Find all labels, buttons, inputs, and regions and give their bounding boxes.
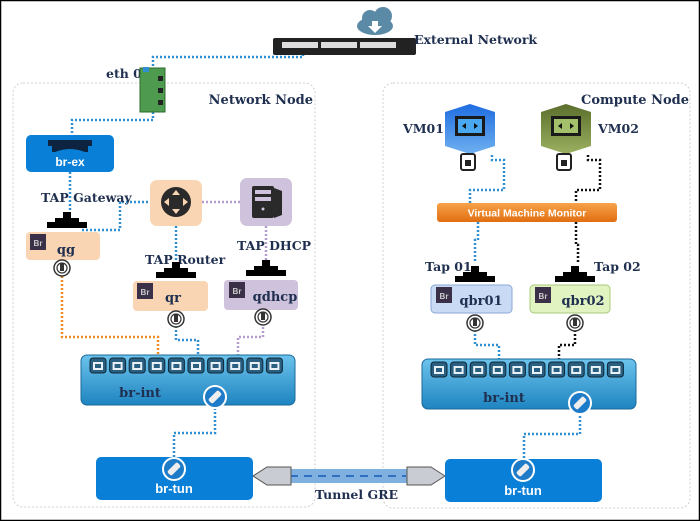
link-qbr1-brint bbox=[473, 322, 501, 365]
qdhcp-bridge[interactable]: Br qdhcp bbox=[224, 280, 298, 310]
tap-dhcp-label: TAP DHCP bbox=[237, 238, 312, 253]
link-eth0-brex bbox=[70, 112, 155, 135]
br-tun-label: br-tun bbox=[155, 481, 193, 496]
tap02-label: Tap 02 bbox=[594, 259, 641, 274]
qbr02-label: qbr02 bbox=[561, 294, 604, 309]
external-network-label: External Network bbox=[414, 32, 537, 47]
ethernet-port-icon bbox=[606, 361, 624, 378]
br-tun-label: br-tun bbox=[504, 483, 542, 498]
br-badge: Br bbox=[233, 287, 242, 296]
gre-tunnel bbox=[252, 466, 446, 486]
ethernet-port-icon bbox=[207, 357, 225, 374]
qbr02-bridge[interactable]: Br qbr02 bbox=[529, 284, 611, 314]
br-badge: Br bbox=[34, 239, 43, 248]
ethernet-port-icon bbox=[187, 357, 205, 374]
vm02-icon[interactable] bbox=[541, 104, 591, 171]
qbr02-port-icon bbox=[566, 314, 584, 332]
qr-port-icon bbox=[167, 310, 185, 328]
qg-bridge[interactable]: Br qg bbox=[26, 232, 100, 260]
tunnel-connector-right-icon bbox=[406, 466, 446, 486]
tap-dhcp-connector-icon bbox=[246, 260, 286, 276]
ethernet-port-icon bbox=[567, 361, 585, 378]
ethernet-port-icon bbox=[128, 357, 146, 374]
vm02-label: VM02 bbox=[597, 121, 639, 136]
ethernet-port-icon bbox=[528, 361, 546, 378]
vm01-icon[interactable] bbox=[445, 104, 495, 171]
link-vmm-tap1 bbox=[473, 222, 480, 262]
nic-card-icon bbox=[139, 67, 166, 113]
patch-port-icon bbox=[511, 458, 535, 482]
br-badge: Br bbox=[141, 288, 150, 297]
ethernet-port-icon bbox=[109, 357, 127, 374]
ethernet-port-icon bbox=[167, 357, 185, 374]
tap-gateway-connector-icon bbox=[47, 212, 87, 228]
br-int-network-node[interactable]: br-int bbox=[80, 354, 296, 406]
link-qbr2-brint bbox=[557, 322, 577, 365]
ethernet-port-icon bbox=[89, 357, 107, 374]
external-switch-icon[interactable] bbox=[273, 38, 416, 55]
dhcp-server-icon[interactable] bbox=[240, 178, 292, 226]
qbr01-port-icon bbox=[466, 314, 484, 332]
qdhcp-label: qdhcp bbox=[253, 290, 298, 305]
link-qr-brint bbox=[174, 326, 200, 360]
ethernet-port-icon bbox=[548, 361, 566, 378]
vmm-label: Virtual Machine Monitor bbox=[468, 208, 587, 220]
br-int-label: br-int bbox=[483, 391, 525, 406]
network-node-title: Network Node bbox=[209, 93, 313, 108]
tunnel-gre-label: Tunnel GRE bbox=[315, 487, 398, 502]
tap02-connector-icon bbox=[555, 266, 595, 282]
ethernet-port-icon bbox=[246, 357, 264, 374]
virtual-machine-monitor[interactable]: Virtual Machine Monitor bbox=[437, 203, 617, 222]
ethernet-port-icon bbox=[587, 361, 605, 378]
tap01-label: Tap 01 bbox=[425, 259, 472, 274]
vm01-label: VM01 bbox=[402, 121, 444, 136]
ethernet-port-icon bbox=[450, 361, 468, 378]
tap-router-label: TAP Router bbox=[145, 252, 226, 267]
br-ex-bridge[interactable]: br-ex bbox=[26, 135, 114, 172]
link-vm2-vmm bbox=[574, 155, 602, 203]
qg-port-icon bbox=[53, 259, 71, 277]
patch-port-icon bbox=[203, 385, 227, 409]
tunnel-connector-left-icon bbox=[252, 466, 292, 486]
link-switch-eth0 bbox=[151, 50, 305, 68]
ethernet-port-icon bbox=[226, 357, 244, 374]
link-vm1-vmm bbox=[468, 155, 506, 203]
qg-label: qg bbox=[57, 243, 75, 258]
compute-node-box bbox=[382, 82, 691, 509]
qr-bridge[interactable]: Br qr bbox=[133, 281, 208, 311]
link-brint-brtun bbox=[172, 408, 217, 458]
qbr01-bridge[interactable]: Br qbr01 bbox=[430, 284, 513, 314]
cloud-icon bbox=[357, 7, 393, 35]
tap-gateway-label: TAP Gateway bbox=[41, 190, 132, 205]
link-qdhcp-brint bbox=[236, 323, 265, 360]
br-ex-label: br-ex bbox=[55, 155, 85, 169]
link-vmm-tap2 bbox=[574, 222, 580, 264]
compute-node-title: Compute Node bbox=[581, 93, 689, 108]
qdhcp-port-icon bbox=[254, 308, 272, 326]
link-brint-brtun-right bbox=[522, 412, 582, 460]
ethernet-port-icon bbox=[489, 361, 507, 378]
br-int-compute-node[interactable]: br-int bbox=[421, 358, 637, 410]
ethernet-port-icon bbox=[430, 361, 448, 378]
eth0-label: eth 0 bbox=[106, 66, 142, 81]
qr-label: qr bbox=[165, 291, 181, 306]
ethernet-port-icon bbox=[508, 361, 526, 378]
ethernet-port-icon bbox=[265, 357, 283, 374]
patch-port-icon bbox=[162, 457, 186, 481]
patch-port-icon bbox=[568, 391, 592, 415]
ethernet-port-icon bbox=[148, 357, 166, 374]
br-int-label: br-int bbox=[119, 386, 161, 401]
ethernet-port-icon bbox=[469, 361, 487, 378]
router-icon[interactable] bbox=[150, 180, 202, 226]
link-qg-brint bbox=[60, 272, 160, 360]
link-qg-router bbox=[82, 200, 150, 232]
qbr01-label: qbr01 bbox=[459, 294, 502, 309]
br-badge: Br bbox=[539, 292, 548, 301]
br-badge: Br bbox=[440, 292, 449, 301]
